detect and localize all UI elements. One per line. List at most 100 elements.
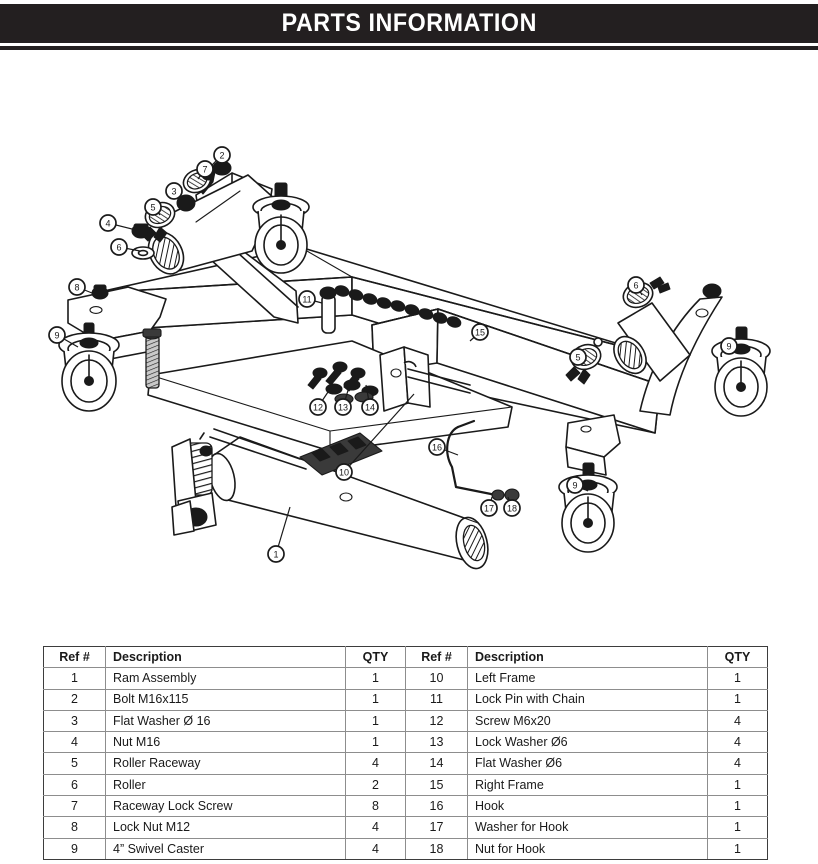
callout-bubble	[334, 398, 352, 416]
callout-number: 1	[273, 550, 278, 560]
cell-ref-left: 5	[43, 752, 106, 775]
cell-ref-left: 8	[43, 816, 106, 839]
callout-number: 6	[633, 281, 638, 291]
swivel-caster-top-left	[252, 182, 310, 274]
callout-number: 18	[507, 504, 517, 514]
cell-description-left: Roller Raceway	[105, 752, 346, 775]
cell-qty-right: 1	[707, 837, 768, 860]
callout-9: 9	[48, 326, 79, 348]
nut-m16	[131, 223, 151, 239]
callout-bubble	[720, 337, 738, 355]
cell-description-right: Flat Washer Ø6	[467, 752, 708, 775]
cell-qty-right: 4	[707, 709, 768, 733]
swivel-caster-lower-center	[558, 462, 618, 553]
callout-11: 11	[298, 290, 323, 308]
cell-description-right: Nut for Hook	[467, 837, 708, 860]
cell-ref-right: 18	[405, 837, 468, 860]
callout-number: 10	[339, 468, 349, 478]
chain-links	[334, 285, 462, 328]
cell-description-right: Lock Washer Ø6	[467, 731, 708, 754]
callout-bubble	[503, 499, 521, 517]
cell-ref-right: 13	[405, 731, 468, 754]
cell-qty-left: 4	[345, 837, 406, 860]
flat-washer-16	[131, 246, 155, 260]
cell-description-left: Raceway Lock Screw	[105, 795, 346, 818]
swivel-caster-left	[58, 322, 120, 412]
cell-description-right: Right Frame	[467, 773, 708, 797]
lower-cross-beam	[147, 340, 513, 452]
callout-14: 14	[361, 384, 379, 416]
callout-9: 9	[720, 337, 741, 355]
cell-ref-left: 7	[43, 795, 106, 818]
callout-bubble	[267, 545, 285, 563]
callout-number: 9	[572, 481, 577, 491]
cell-description-right: Left Frame	[467, 667, 708, 690]
cell-description-left: Flat Washer Ø 16	[105, 709, 346, 733]
cell-ref-left: 9	[43, 837, 106, 860]
cell-qty-right: 1	[707, 816, 768, 839]
callout-bubble	[68, 278, 86, 296]
cell-qty-left: 1	[345, 667, 406, 690]
callout-number: 11	[302, 295, 311, 305]
center-bracket	[379, 346, 431, 412]
cell-ref-right: 11	[405, 688, 468, 711]
callout-6: 6	[627, 276, 645, 296]
callout-number: 9	[726, 342, 731, 352]
callout-8: 8	[68, 278, 93, 296]
cell-qty-right: 1	[707, 688, 768, 711]
cell-description-left: Lock Nut M12	[105, 816, 346, 839]
cell-description-left: Nut M16	[105, 731, 346, 754]
callout-bubble	[428, 438, 446, 456]
ram-tube-upper-left	[147, 174, 277, 275]
callout-9: 9	[566, 476, 589, 494]
callout-4: 4	[99, 214, 141, 232]
callout-number: 7	[202, 165, 207, 175]
callout-number: 6	[116, 243, 121, 253]
header-qty-right: QTY	[707, 645, 768, 669]
cell-qty-right: 4	[707, 752, 768, 775]
callout-17: 17	[480, 496, 498, 517]
parts-table-container: Ref # Description QTY Ref # Description …	[43, 645, 768, 860]
header-ref-left: Ref #	[43, 645, 106, 669]
callout-number: 17	[484, 504, 494, 514]
callout-number: 15	[475, 328, 485, 338]
cell-ref-right: 10	[405, 667, 468, 690]
callout-number: 13	[338, 403, 348, 413]
swivel-caster-right	[711, 326, 771, 417]
foot-pedal	[299, 432, 383, 476]
callout-18: 18	[503, 496, 521, 517]
roller-raceway-right	[622, 276, 671, 309]
header-divider-rule	[0, 45, 818, 50]
callout-bubble	[48, 326, 66, 344]
lock-washers	[325, 379, 379, 397]
callout-bubble	[361, 398, 379, 416]
callout-bubble	[480, 499, 498, 517]
cell-description-right: Lock Pin with Chain	[467, 688, 708, 711]
header-qty-left: QTY	[345, 645, 406, 669]
cell-description-left: 4” Swivel Caster	[105, 837, 346, 860]
callout-2: 2	[209, 146, 231, 168]
cell-ref-right: 12	[405, 709, 468, 733]
cell-ref-left: 3	[43, 709, 106, 733]
callout-5: 5	[144, 198, 162, 216]
hook-assembly	[446, 419, 520, 502]
callout-bubble	[627, 276, 645, 294]
header-desc-right: Description	[467, 645, 708, 669]
pump-spring-mechanism	[171, 432, 217, 536]
lock-nut-m12-left	[91, 284, 109, 300]
table-header-row: Ref # Description QTY Ref # Description …	[43, 645, 768, 669]
caster-mount-plate-lower-right	[565, 414, 621, 476]
cell-description-right: Washer for Hook	[467, 816, 708, 839]
bolt-and-nut-mid-left	[142, 328, 162, 389]
callout-number: 12	[313, 403, 323, 413]
callout-leader-line	[343, 393, 415, 473]
